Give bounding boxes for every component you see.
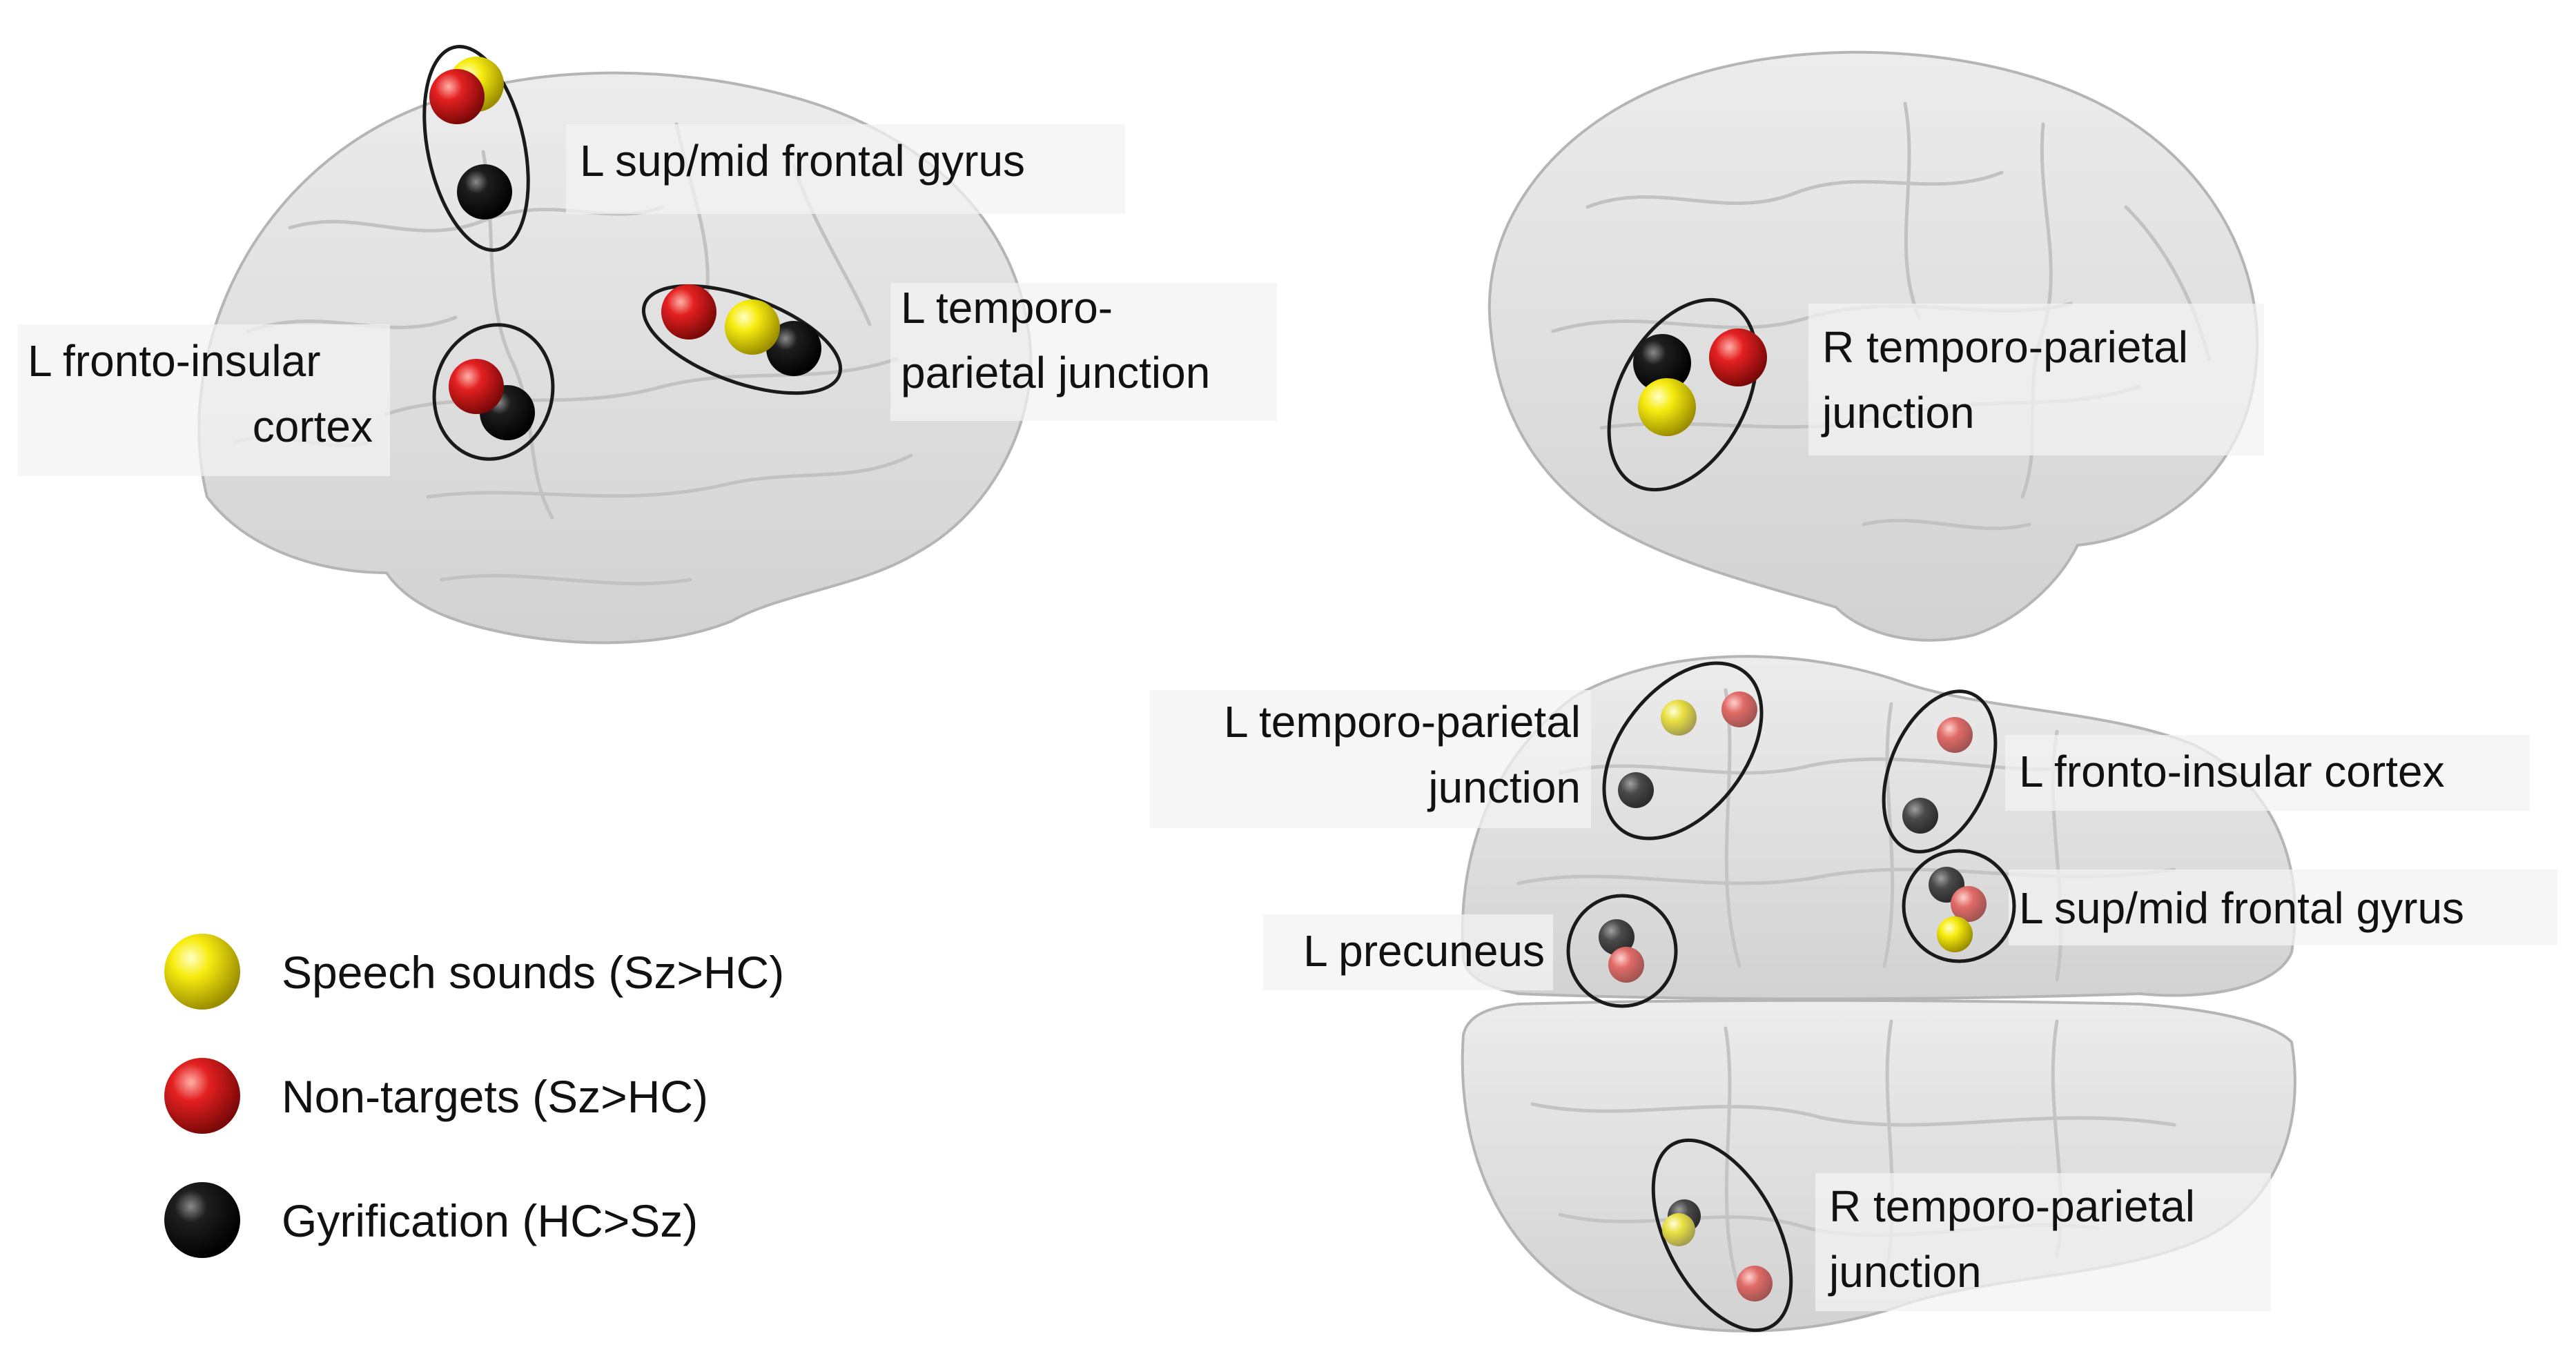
roi-circle-l-tpj — [641, 284, 843, 395]
sphere-gyrification — [1633, 334, 1691, 392]
legend-item-gyrification: Gyrification (HC>Sz) — [164, 1182, 698, 1258]
sphere-non-targets — [449, 359, 504, 414]
left-lateral-brain-shape — [197, 71, 1033, 645]
sphere-speech-sounds — [1662, 1213, 1695, 1246]
roi-circle-dorsal-l-tpj — [1602, 661, 1764, 841]
label-dorsal-r-tpj-line1: R temporo-parietal — [1829, 1181, 2195, 1231]
legend-label-speech-sounds: Speech sounds (Sz>HC) — [282, 947, 784, 998]
label-l-tpj-line1: L temporo- — [901, 283, 1113, 333]
label-dorsal-l-tpj-line1: L temporo-parietal — [1224, 697, 1581, 747]
sphere-gyrification — [1599, 919, 1635, 955]
label-box-dorsal-r-tpj — [1815, 1173, 2271, 1311]
label-box-dorsal-l-tpj — [1149, 690, 1591, 828]
sphere-non-targets — [429, 69, 485, 124]
sphere-non-targets — [661, 284, 716, 340]
sphere-gyrification — [766, 321, 821, 376]
legend: Speech sounds (Sz>HC) Non-targets (Sz>HC… — [164, 934, 784, 1258]
label-box-l-fronto-insular — [17, 324, 390, 476]
roi-circle-r-tpj — [1607, 297, 1759, 492]
label-box-dorsal-l-sup-mid-frontal — [2009, 869, 2557, 945]
label-box-dorsal-l-precuneus — [1263, 914, 1553, 990]
label-l-tpj-line2: parietal junction — [901, 348, 1210, 397]
label-l-fronto-insular-line2: cortex — [253, 402, 373, 451]
roi-circle-dorsal-l-fronto-insular — [1882, 689, 1998, 854]
sphere-speech-sounds — [725, 299, 780, 355]
left-lateral-brain-view: L sup/mid frontal gyrus L fronto-insular… — [17, 45, 1277, 645]
roi-circle-dorsal-r-tpj — [1651, 1138, 1793, 1333]
sphere-non-targets — [1608, 947, 1644, 983]
sphere-non-targets — [1737, 1266, 1773, 1301]
right-lateral-brain-view: R temporo-parietal junction — [1487, 50, 2264, 642]
label-l-fronto-insular-line1: L fronto-insular — [28, 336, 321, 386]
legend-label-gyrification: Gyrification (HC>Sz) — [282, 1195, 698, 1246]
roi-circle-l-fronto-insular — [432, 323, 555, 461]
label-box-r-tpj — [1808, 304, 2264, 455]
label-l-sup-mid-frontal: L sup/mid frontal gyrus — [580, 136, 1025, 186]
roi-circle-l-sup-mid-frontal — [422, 45, 530, 252]
sphere-speech-sounds — [1638, 378, 1696, 436]
label-dorsal-r-tpj-line2: junction — [1828, 1247, 1982, 1297]
legend-swatch-non-targets — [164, 1058, 240, 1134]
label-dorsal-l-fronto-insular: L fronto-insular cortex — [2019, 747, 2445, 796]
dorsal-brain-view: L temporo-parietal junction L fronto-ins… — [1149, 655, 2557, 1333]
legend-label-non-targets: Non-targets (Sz>HC) — [282, 1071, 708, 1122]
label-box-l-tpj — [890, 283, 1277, 421]
legend-swatch-gyrification — [164, 1182, 240, 1258]
sphere-non-targets — [1937, 717, 1973, 753]
label-box-l-sup-mid-frontal — [566, 124, 1125, 214]
label-box-dorsal-l-fronto-insular — [2005, 735, 2530, 811]
roi-circle-dorsal-l-sup-mid-frontal — [1902, 849, 2016, 963]
label-r-tpj-line1: R temporo-parietal — [1822, 322, 2188, 372]
roi-circle-dorsal-l-precuneus — [1566, 894, 1678, 1008]
label-r-tpj-line2: junction — [1821, 388, 1975, 438]
sphere-gyrification — [457, 164, 512, 219]
legend-item-non-targets: Non-targets (Sz>HC) — [164, 1058, 708, 1134]
sphere-gyrification — [1902, 798, 1938, 834]
legend-item-speech-sounds: Speech sounds (Sz>HC) — [164, 934, 784, 1010]
sphere-gyrification — [1618, 772, 1654, 808]
label-dorsal-l-tpj-line2: junction — [1427, 763, 1581, 812]
sphere-non-targets — [1709, 328, 1767, 386]
label-dorsal-l-sup-mid-frontal: L sup/mid frontal gyrus — [2019, 883, 2464, 933]
sphere-non-targets — [1721, 691, 1757, 727]
sphere-non-targets — [1951, 886, 1987, 922]
sphere-speech-sounds — [1937, 916, 1973, 952]
sphere-speech-sounds — [1661, 700, 1697, 736]
legend-swatch-speech-sounds — [164, 934, 240, 1010]
label-dorsal-l-precuneus: L precuneus — [1303, 926, 1545, 976]
